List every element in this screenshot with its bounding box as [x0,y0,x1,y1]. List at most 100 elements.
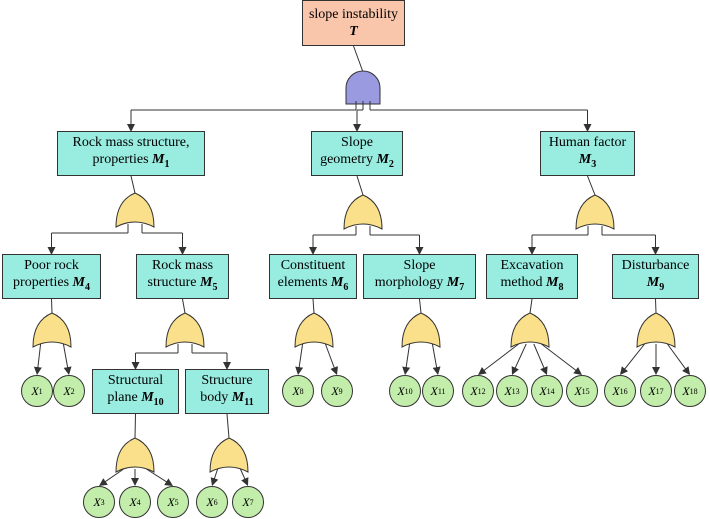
basic-event-subscript: 1 [38,386,43,396]
event-symbol-subscript: 7 [459,281,465,293]
event-symbol-line: M9 [647,274,664,296]
event-label-text: Disturbance [621,258,690,274]
connector-M4-to-X1 [33,343,42,376]
event-symbol-subscript: 2 [388,158,394,170]
or-gate-M2 [343,194,383,230]
connector-M6-to-gate [312,298,315,314]
basic-event-letter: X [574,383,582,398]
event-symbol-letter: M [446,275,460,291]
event-symbol-line: M3 [579,151,596,173]
event-symbol-letter: M [546,275,559,291]
connector-M10-to-X3 [98,468,124,487]
or-gate-M9 [636,312,676,348]
event-label-line: method M8 [501,274,564,296]
event-label-line: body M11 [200,389,253,411]
connector-M2-to-gate [356,175,364,196]
event-symbol-subscript: 4 [84,281,90,293]
event-symbol-subscript: 3 [591,158,597,170]
connector-M10-to-gate [134,413,136,439]
event-symbol-letter: M [200,275,213,291]
event-label-line: geometry M2 [320,151,394,173]
event-symbol-M3: M3 [578,152,597,170]
connector-M6-to-X8 [295,343,304,376]
basic-event-letter: X [648,383,656,398]
or-gate-M7 [401,312,441,348]
connector-M9-to-X16 [619,343,645,376]
basic-event-letter: X [63,383,71,398]
or-gate-M1 [115,192,155,228]
event-label-line: plane M10 [107,389,163,411]
event-symbol-M8: M8 [546,275,564,293]
event-label-line: properties M4 [13,274,90,296]
basic-event-subscript: 11 [437,386,446,396]
connector-M7-to-X10 [402,343,411,376]
event-label-line: Human factor [549,134,626,151]
connector-M4-to-gate [51,298,53,314]
basic-event-subscript: 5 [174,497,179,507]
connector-M3-to-gate [587,175,596,196]
event-symbol-T: T [349,24,358,39]
basic-event-letter: X [31,383,39,398]
connector-M1-to-gate [130,175,136,194]
event-symbol-subscript: 11 [244,396,254,408]
event-label-text: Slope [403,258,436,274]
basic-event-letter: X [430,383,438,398]
event-label-text: geometry [320,152,373,168]
connector-M10-to-X5 [146,468,173,487]
event-symbol-subscript: 10 [153,396,164,408]
event-label-line: Rock mass structure, [72,134,189,151]
connector-M4-to-X2 [62,343,72,376]
basic-event-subscript: 7 [249,497,254,507]
basic-event-subscript: 9 [338,386,343,396]
event-label-text: structure [147,275,197,291]
connector-M8-to-gate [529,298,533,314]
event-label-text: method [500,275,543,291]
connector-M11-to-gate [226,413,230,439]
basic-event-letter: X [682,383,690,398]
basic-event-letter: X [331,383,339,398]
event-label-text: properties [13,275,70,291]
basic-event-letter: X [470,383,478,398]
event-symbol-subscript: 6 [343,281,349,293]
basic-event-subscript: 15 [581,386,590,396]
connector-M6-to-X9 [324,343,338,375]
event-symbol-letter: M [376,152,389,168]
basic-event-subscript: 3 [100,497,105,507]
connector-M9-to-X18 [666,343,690,376]
event-label-text: Rock mass [151,258,214,274]
event-symbol-letter: M [330,275,344,291]
event-label-line: properties M1 [93,151,170,173]
event-label-text: Rock mass structure, [72,135,190,151]
connector-M11-to-X7 [239,468,249,486]
or-gate-M10 [115,437,155,473]
or-gate-M11 [209,437,249,473]
event-symbol-M11: M11 [232,390,254,408]
event-symbol-line: T [349,23,358,40]
event-label-text: Human factor [548,135,627,151]
event-symbol-letter: M [578,152,592,168]
connector-M11-to-X6 [210,468,219,486]
event-symbol-M9: M9 [647,275,664,293]
basic-event-subscript: 12 [477,386,486,396]
basic-event-letter: X [397,383,405,398]
event-symbol-subscript: 8 [558,281,564,293]
event-label-text: Poor rock [24,258,79,274]
